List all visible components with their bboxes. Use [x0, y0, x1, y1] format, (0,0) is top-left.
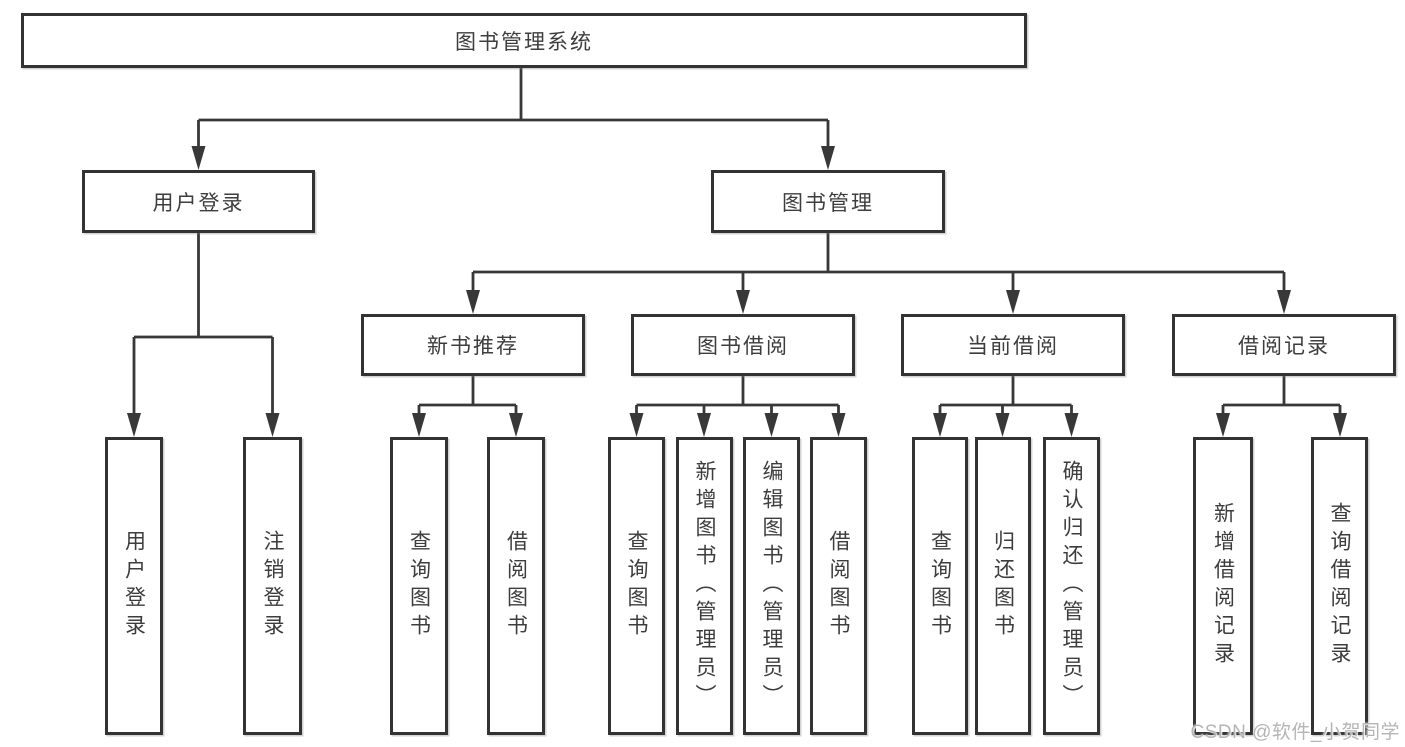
node-book-management: 图书管理: [711, 170, 945, 233]
node-new-book-recommend: 新书推荐: [361, 314, 585, 376]
leaf-confirm-return-admin: 确认归还（管理员）: [1043, 437, 1100, 735]
leaf-edit-book-admin: 编辑图书（管理员）: [743, 437, 800, 735]
leaf-label: 确认归还（管理员）: [1060, 460, 1083, 712]
node-root-system: 图书管理系统: [21, 13, 1027, 68]
leaf-label: 用户登录: [122, 530, 146, 642]
leaf-add-borrow-record: 新增借阅记录: [1193, 437, 1253, 735]
leaf-return-book: 归还图书: [975, 437, 1031, 735]
node-borrow-records: 借阅记录: [1172, 314, 1396, 376]
csdn-watermark: CSDN @软件_小贺同学: [1190, 722, 1400, 743]
leaf-borrow-books: 借阅图书: [810, 437, 867, 735]
leaf-user-login: 用户登录: [105, 437, 163, 735]
node-current-borrow: 当前借阅: [901, 314, 1125, 376]
leaf-query-books: 查询图书: [608, 437, 665, 735]
leaf-label: 编辑图书（管理员）: [760, 460, 783, 712]
leaf-label: 查询图书: [625, 530, 648, 642]
leaf-query-books: 查询图书: [912, 437, 968, 735]
leaf-query-books: 查询图书: [390, 437, 448, 735]
leaf-label: 查询图书: [407, 530, 431, 642]
leaf-label: 新增图书（管理员）: [693, 460, 716, 712]
node-book-borrow: 图书借阅: [631, 314, 855, 376]
leaf-logout-login: 注销登录: [243, 437, 302, 735]
leaf-label: 归还图书: [991, 530, 1015, 642]
leaf-label: 借阅图书: [504, 530, 528, 642]
leaf-label: 借阅图书: [827, 530, 850, 642]
leaf-label: 查询借阅记录: [1328, 502, 1351, 670]
leaf-label: 注销登录: [261, 530, 284, 642]
leaf-label: 新增借阅记录: [1211, 502, 1235, 670]
node-user-login: 用户登录: [82, 170, 315, 233]
leaf-label: 查询图书: [928, 530, 952, 642]
leaf-query-borrow-record: 查询借阅记录: [1311, 437, 1368, 735]
leaf-add-book-admin: 新增图书（管理员）: [676, 437, 733, 735]
leaf-borrow-books: 借阅图书: [487, 437, 545, 735]
